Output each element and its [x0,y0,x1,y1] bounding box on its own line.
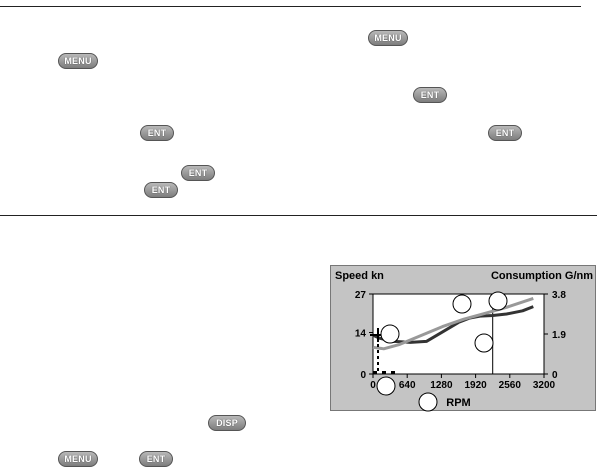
menu-button[interactable]: MENU [58,53,98,69]
callout-circle [452,294,472,314]
callout-circle [488,291,508,311]
x-tick-label: 0 [370,380,376,391]
ent-button[interactable]: ENT [181,165,215,181]
callout-circle [474,333,494,353]
x-tick-label: 1920 [464,380,487,391]
y-right-tick-label: 0 [552,370,558,381]
ent-button[interactable]: ENT [139,451,173,467]
x-axis-label: RPM [446,397,470,409]
menu-button[interactable]: MENU [58,451,98,467]
baseline-tick [382,371,386,374]
x-tick-label: 1280 [430,380,453,391]
y-right-axis-label: Consumption G/nm [491,270,593,282]
y-right-tick-label: 3.8 [552,290,566,301]
callout-circle [380,324,400,344]
ent-button[interactable]: ENT [488,125,522,141]
callout-circle [376,376,396,396]
y-left-tick-label: 14 [355,329,367,340]
section-rule [0,215,597,216]
disp-button[interactable]: DISP [208,415,246,431]
x-tick-label: 2560 [499,380,522,391]
baseline-tick [373,371,377,374]
y-left-axis-label: Speed kn [335,270,384,282]
baseline-tick [391,371,395,374]
ent-button[interactable]: ENT [140,125,174,141]
top-rule [0,6,581,7]
callout-circle [418,392,438,412]
y-right-tick-label: 1.9 [552,330,566,341]
y-left-tick-label: 0 [360,370,366,381]
menu-button[interactable]: MENU [368,30,408,46]
ent-button[interactable]: ENT [413,87,447,103]
x-tick-label: 640 [399,380,416,391]
ent-button[interactable]: ENT [144,182,178,198]
x-tick-label: 3200 [533,380,556,391]
y-left-tick-label: 27 [355,290,367,301]
